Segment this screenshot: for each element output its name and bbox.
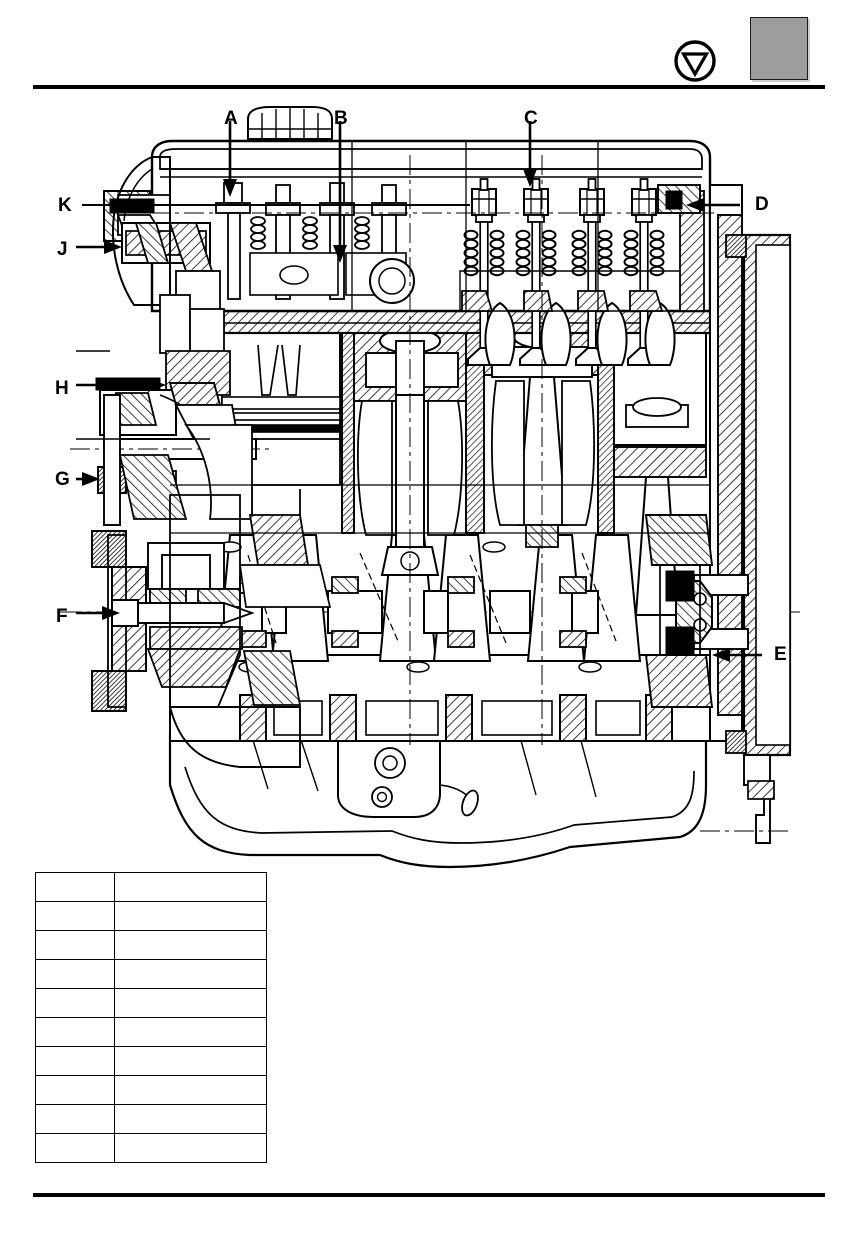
table-row xyxy=(35,1046,267,1076)
table-row xyxy=(35,872,267,902)
legend-description xyxy=(114,1046,267,1076)
table-row xyxy=(35,1104,267,1134)
callout-label-j: J xyxy=(57,239,68,260)
callout-leader-j xyxy=(76,240,122,254)
legend-key xyxy=(35,988,115,1018)
legend-key xyxy=(35,930,115,960)
legend-description xyxy=(114,1017,267,1047)
table-row xyxy=(35,1017,267,1047)
callout-label-c: C xyxy=(524,108,538,129)
table-row xyxy=(35,930,267,960)
circled-triangle-icon xyxy=(673,39,717,83)
callout-label-k: K xyxy=(58,195,72,216)
legend-key xyxy=(35,1046,115,1076)
header-divider xyxy=(33,85,825,89)
legend-key xyxy=(35,1133,115,1163)
legend-key xyxy=(35,1017,115,1047)
table-row xyxy=(35,1133,267,1163)
legend-key xyxy=(35,872,115,902)
callout-leader-a xyxy=(223,121,237,197)
callout-leader-g xyxy=(76,472,100,486)
table-row xyxy=(35,959,267,989)
legend-table xyxy=(35,872,267,1163)
callout-leader-f xyxy=(76,606,120,620)
callout-leader-h xyxy=(76,378,166,392)
legend-key xyxy=(35,1075,115,1105)
legend-description xyxy=(114,930,267,960)
callout-leader-d xyxy=(686,198,740,212)
callout-label-d: D xyxy=(755,194,769,215)
callout-label-e: E xyxy=(774,644,787,665)
callout-label-h: H xyxy=(55,378,69,399)
callout-leader-c xyxy=(523,121,537,187)
callout-label-a: A xyxy=(224,108,238,129)
legend-description xyxy=(114,1104,267,1134)
legend-key xyxy=(35,901,115,931)
legend-description xyxy=(114,872,267,902)
callout-leader-b xyxy=(333,121,347,263)
table-row xyxy=(35,1075,267,1105)
legend-key xyxy=(35,1104,115,1134)
legend-description xyxy=(114,901,267,931)
legend-description xyxy=(114,959,267,989)
table-row xyxy=(35,988,267,1018)
legend-key xyxy=(35,959,115,989)
footer-divider xyxy=(33,1193,825,1197)
legend-description xyxy=(114,1075,267,1105)
engine-cross-section-figure xyxy=(0,95,855,875)
legend-description xyxy=(114,1133,267,1163)
engine-cross-section-drawing xyxy=(60,106,800,869)
callout-leader-e xyxy=(712,648,762,662)
callout-label-g: G xyxy=(55,469,70,490)
callout-label-b: B xyxy=(334,108,348,129)
header-color-swatch xyxy=(750,17,808,80)
table-row xyxy=(35,901,267,931)
legend-table-body xyxy=(35,872,267,1163)
legend-description xyxy=(114,988,267,1018)
callout-label-f: F xyxy=(56,606,68,627)
